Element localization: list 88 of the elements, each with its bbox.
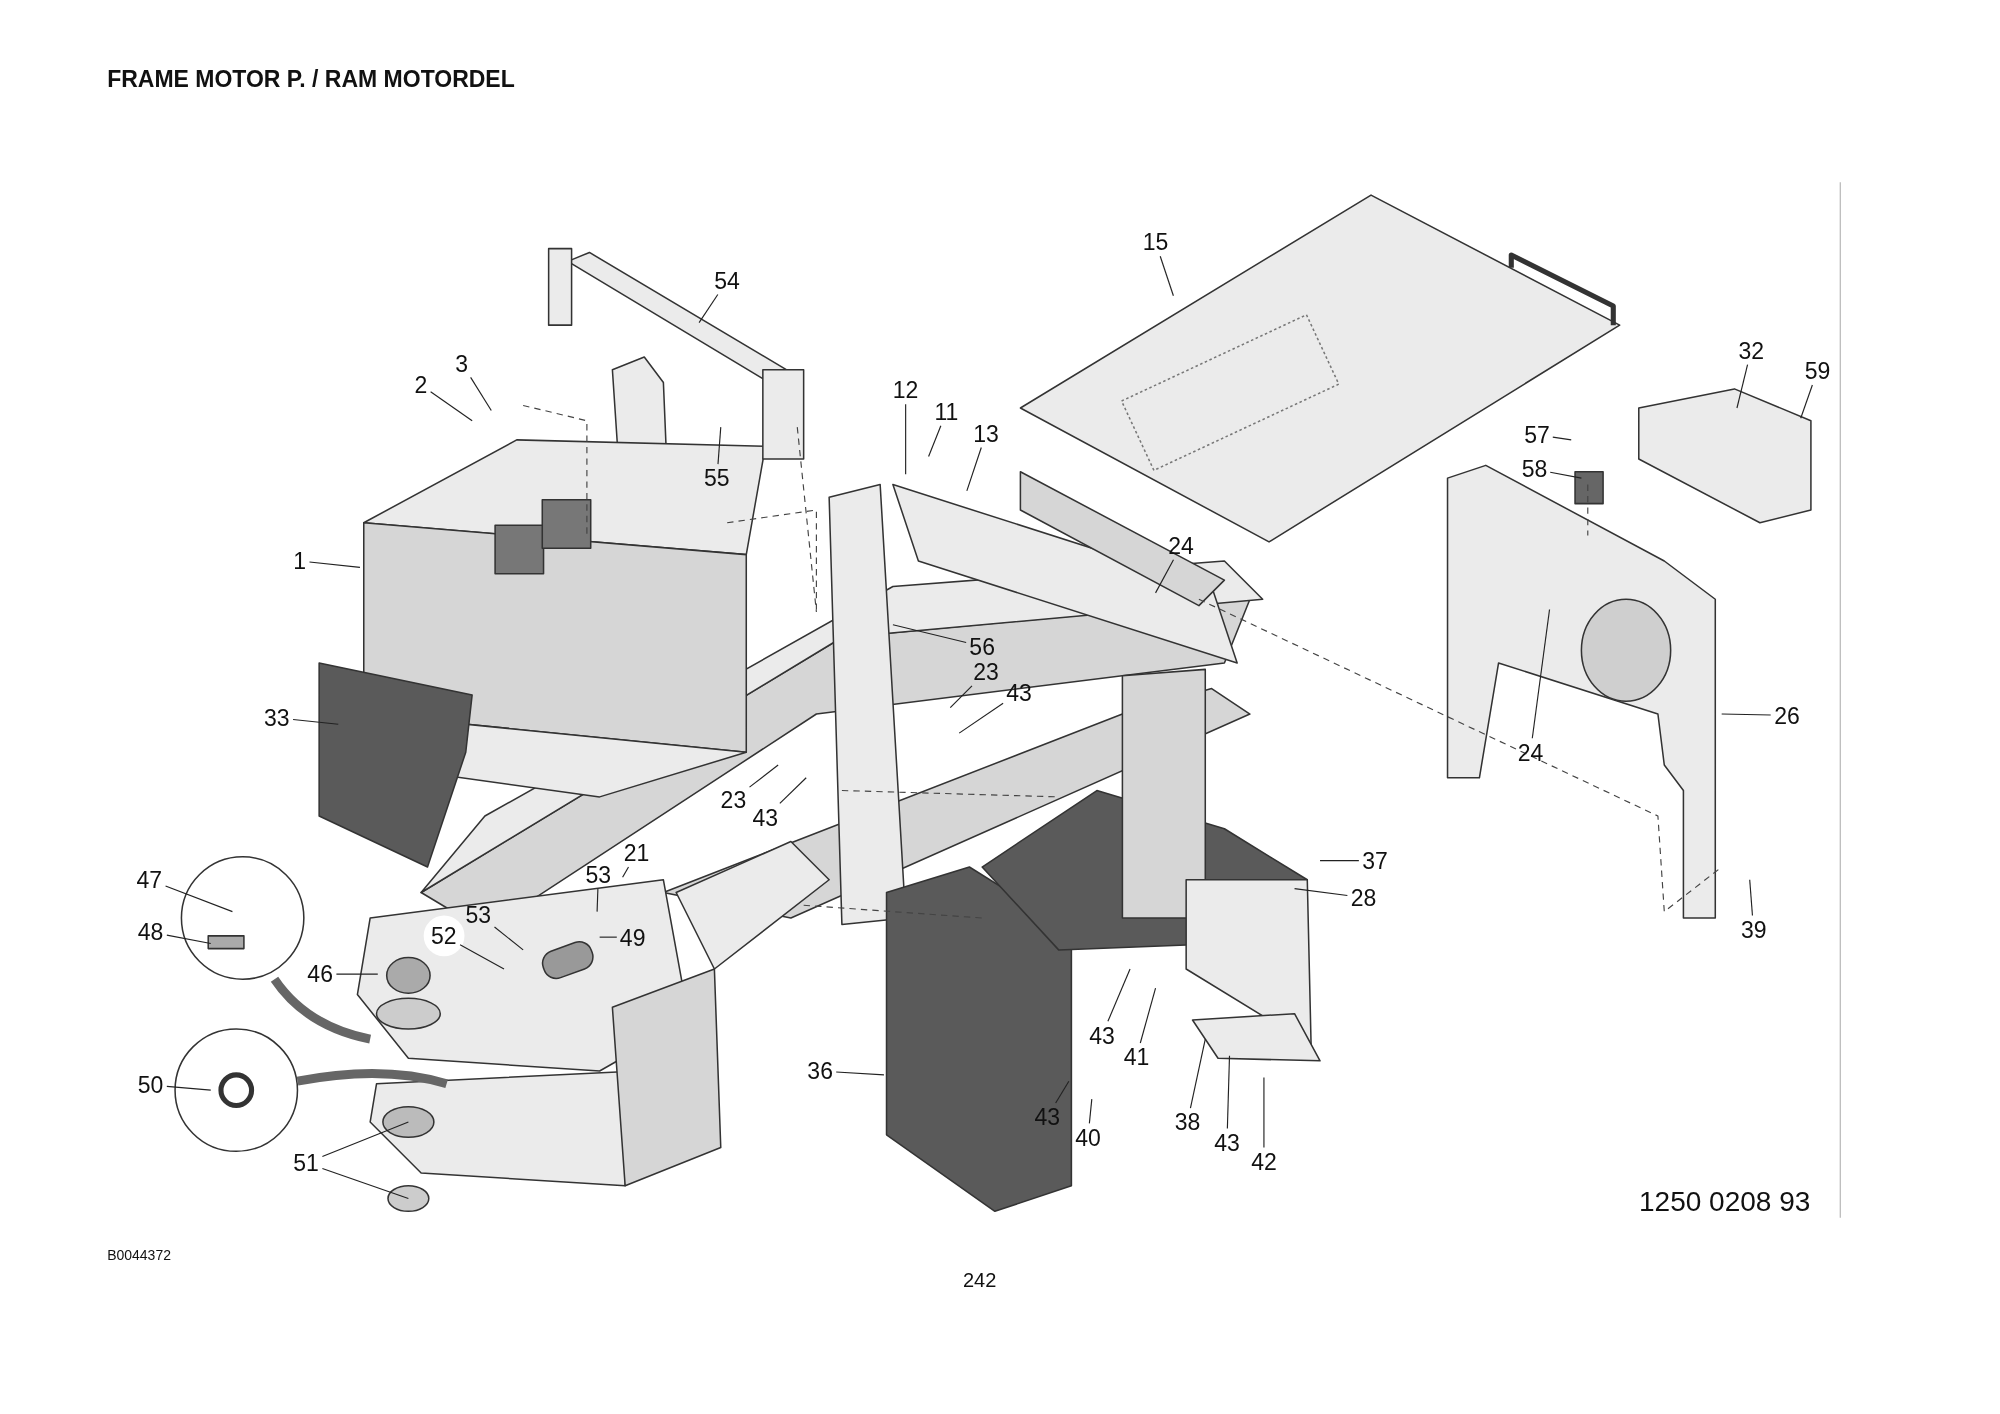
leader-line	[1159, 255, 1174, 297]
callout-number: 42	[1251, 1149, 1277, 1175]
leader-line	[1293, 888, 1348, 897]
callout-number: 37	[1362, 847, 1388, 874]
leader-line	[596, 888, 599, 913]
leader-line	[321, 1121, 409, 1157]
leader-line	[748, 764, 779, 788]
leader-line	[308, 561, 361, 568]
leader-line	[1154, 559, 1175, 594]
callout-number: 2	[414, 372, 428, 399]
callout-number: 28	[1350, 884, 1377, 911]
callout-number: 26	[1774, 702, 1800, 729]
callout-number: 24	[1517, 739, 1544, 766]
callout-number: 43	[1089, 1022, 1115, 1049]
leader-line	[1552, 436, 1572, 441]
leader-line	[1736, 364, 1749, 409]
leader-line	[1800, 384, 1813, 419]
leader-line	[321, 1167, 409, 1200]
callout-number: 54	[714, 267, 740, 294]
leader-line	[892, 624, 967, 644]
drawing-number: 1250 0208 93	[1639, 1186, 1811, 1219]
leader-line	[779, 777, 807, 804]
page-number: 242	[963, 1269, 997, 1293]
callout-number: 43	[1034, 1104, 1060, 1131]
leader-line	[966, 446, 982, 492]
callout-number: 3	[455, 350, 469, 377]
leader-line	[1055, 1080, 1070, 1104]
leader-line	[335, 973, 379, 975]
reference-code: B0044372	[107, 1247, 171, 1264]
callout-number: 51	[293, 1150, 319, 1177]
leader-line	[599, 936, 618, 938]
callout-number: 48	[137, 919, 164, 946]
leader-line	[1189, 1038, 1206, 1109]
leader-line	[166, 934, 212, 945]
callout-number: 15	[1142, 229, 1169, 256]
callout-number: 46	[307, 961, 333, 988]
leader-line	[1749, 879, 1754, 917]
callout-number: 53	[465, 901, 492, 928]
callout-number: 55	[704, 465, 730, 492]
callout-number: 43	[752, 804, 779, 831]
leader-line	[493, 926, 524, 951]
leader-line	[949, 685, 973, 709]
leader-line	[905, 403, 907, 475]
leader-line	[1107, 968, 1131, 1022]
callout-number: 57	[1524, 421, 1550, 448]
callout-number: 11	[934, 399, 959, 425]
leader-line	[958, 702, 1004, 734]
callout-number: 47	[136, 867, 163, 894]
leader-line	[835, 1071, 885, 1076]
callout-number: 49	[619, 924, 646, 951]
leader-line	[1549, 471, 1582, 479]
leader-line	[1531, 608, 1551, 739]
callout-number: 39	[1741, 916, 1767, 943]
leader-line	[1226, 1055, 1231, 1129]
callout-number: 13	[973, 420, 999, 447]
leader-line	[1721, 713, 1772, 716]
callout-number: 59	[1804, 358, 1831, 385]
callout-number: 53	[585, 862, 611, 888]
callout-number: 41	[1123, 1044, 1150, 1071]
leader-line	[1263, 1076, 1265, 1149]
callout-number: 24	[1168, 532, 1194, 559]
callout-number: 33	[264, 705, 290, 732]
callout-number: 58	[1521, 456, 1548, 483]
leader-line	[1139, 987, 1157, 1044]
leader-line	[1088, 1098, 1093, 1124]
callout-number: 12	[892, 377, 919, 404]
leader-line	[166, 1085, 212, 1091]
callout-number: 32	[1738, 337, 1765, 364]
leader-line	[292, 718, 339, 725]
callout-number: 56	[969, 633, 995, 660]
callout-number: 1	[293, 548, 307, 575]
leader-line	[717, 426, 722, 465]
callout-number: 40	[1075, 1124, 1101, 1151]
callout-number: 21	[623, 840, 650, 867]
callout-number: 23	[973, 659, 999, 686]
page-title: FRAME MOTOR P. / RAM MOTORDEL	[107, 66, 515, 94]
callout-number: 43	[1214, 1129, 1240, 1156]
leader-line	[622, 866, 630, 878]
callout-number: 36	[807, 1058, 833, 1085]
callout-number: 50	[137, 1072, 164, 1099]
callout-number: 23	[720, 786, 747, 813]
leader-line	[1319, 860, 1360, 862]
callout-number: 38	[1174, 1109, 1201, 1136]
leader-line	[459, 944, 505, 970]
leader-line	[430, 391, 473, 422]
leader-line	[470, 376, 492, 412]
leader-line	[698, 293, 719, 324]
leader-line	[928, 425, 942, 458]
